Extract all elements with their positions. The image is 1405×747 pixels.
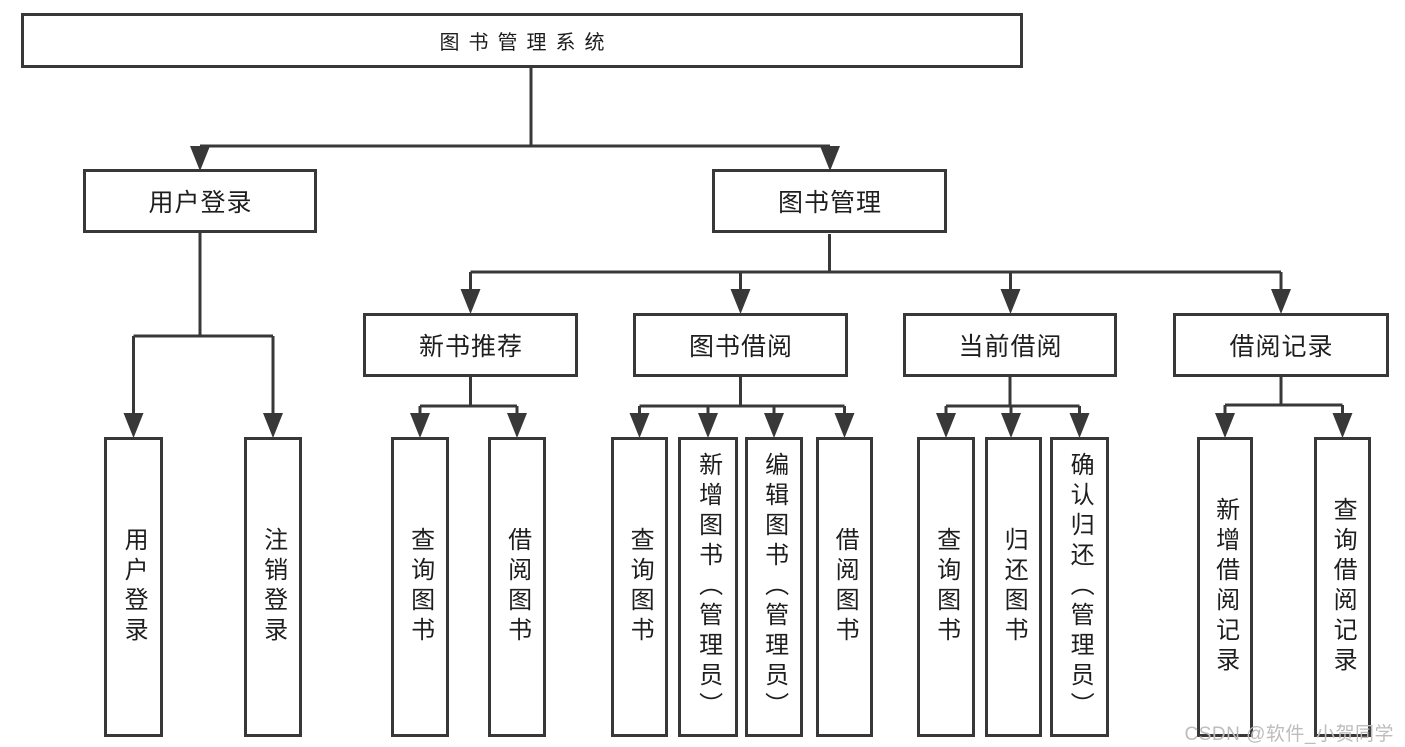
leaf-borrow-books-borrowing: 借阅图书: [816, 437, 873, 737]
leaf-query-borrow-record-label: 查询借阅记录: [1329, 497, 1357, 677]
node-current-borrowing-label: 当前借阅: [958, 333, 1063, 361]
leaf-add-book-admin-label: 新增图书（管理员）: [694, 452, 722, 722]
node-borrow-records: 借阅记录: [1173, 313, 1389, 377]
leaf-logout: 注销登录: [244, 437, 302, 737]
node-book-borrowing-label: 图书借阅: [688, 333, 793, 361]
leaf-borrow-books-recommend-label: 借阅图书: [503, 527, 531, 647]
node-root-system: 图书管理系统: [21, 13, 1023, 68]
arrowhead-icons: [123, 146, 1353, 438]
leaf-query-borrow-record: 查询借阅记录: [1314, 437, 1371, 737]
leaf-query-books-borrowing: 查询图书: [611, 437, 668, 737]
node-user-login-label: 用户登录: [148, 189, 253, 217]
node-user-login: 用户登录: [83, 169, 317, 233]
leaf-query-books-recommend: 查询图书: [391, 437, 449, 737]
leaf-add-borrow-record: 新增借阅记录: [1197, 437, 1253, 737]
node-new-book-recommend: 新书推荐: [363, 313, 578, 377]
node-new-book-recommend-label: 新书推荐: [418, 333, 523, 361]
node-borrow-records-label: 借阅记录: [1229, 333, 1334, 361]
leaf-confirm-return-admin: 确认归还（管理员）: [1050, 437, 1109, 737]
leaf-edit-book-admin-label: 编辑图书（管理员）: [760, 452, 788, 722]
node-current-borrowing: 当前借阅: [903, 313, 1117, 377]
node-root-label: 图书管理系统: [439, 32, 614, 54]
leaf-borrow-books-borrowing-label: 借阅图书: [831, 527, 859, 647]
leaf-query-books-current: 查询图书: [917, 437, 975, 737]
leaf-confirm-return-admin-label: 确认归还（管理员）: [1066, 452, 1094, 722]
leaf-borrow-books-recommend: 借阅图书: [488, 437, 546, 737]
leaf-edit-book-admin: 编辑图书（管理员）: [745, 437, 803, 737]
leaf-query-books-current-label: 查询图书: [932, 527, 960, 647]
leaf-query-books-borrowing-label: 查询图书: [626, 527, 654, 647]
node-book-borrowing: 图书借阅: [633, 313, 848, 377]
leaf-logout-label: 注销登录: [259, 527, 287, 647]
leaf-user-login: 用户登录: [104, 437, 163, 737]
node-book-management-label: 图书管理: [777, 189, 882, 217]
leaf-return-book: 归还图书: [985, 437, 1042, 737]
node-book-management: 图书管理: [712, 169, 947, 233]
leaf-query-books-recommend-label: 查询图书: [406, 527, 434, 647]
leaf-return-book-label: 归还图书: [1000, 527, 1028, 647]
leaf-add-borrow-record-label: 新增借阅记录: [1211, 497, 1239, 677]
csdn-watermark: CSDN @软件_小贺同学: [1184, 724, 1394, 745]
leaf-add-book-admin: 新增图书（管理员）: [678, 437, 738, 737]
leaf-user-login-label: 用户登录: [120, 527, 148, 647]
connector-lines: [132, 68, 1344, 414]
